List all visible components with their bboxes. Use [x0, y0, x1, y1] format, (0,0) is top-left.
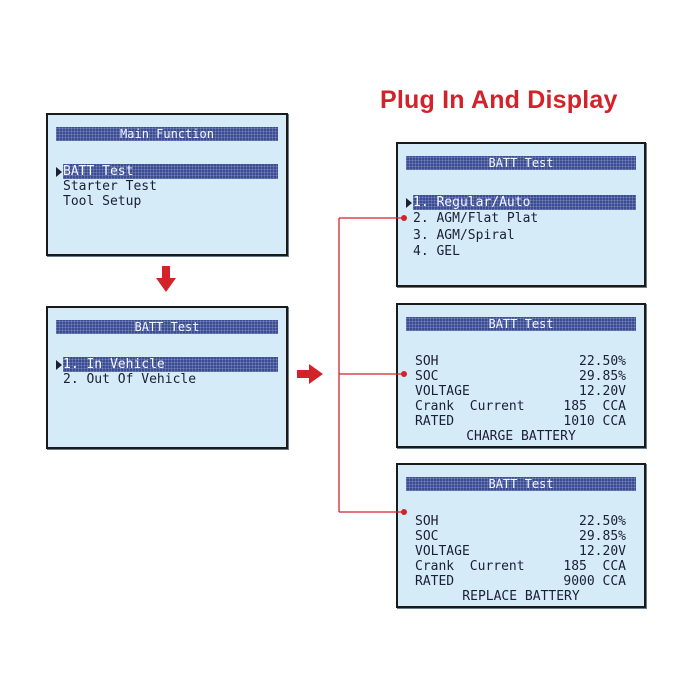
- result-replace-screen: BATT Test SOH 22.50% SOC 29.85% VOLTAGE …: [396, 463, 646, 608]
- menu-item-out-of-vehicle[interactable]: 2. Out Of Vehicle: [63, 372, 197, 387]
- batt-test-location-screen: BATT Test 1. In Vehicle 2. Out Of Vehicl…: [46, 306, 288, 449]
- row-value: 29.85%: [579, 369, 626, 384]
- menu-item-agm-flat-plate[interactable]: 2. AGM/Flat Plat: [413, 211, 539, 226]
- result-row-soh: SOH 22.50%: [415, 354, 626, 369]
- branch-connector: [338, 217, 404, 513]
- menu-item-batt-test[interactable]: BATT Test: [63, 164, 278, 179]
- main-function-screen: Main Function BATT Test Starter Test Too…: [46, 113, 288, 256]
- row-label: VOLTAGE: [415, 544, 470, 559]
- row-label: VOLTAGE: [415, 384, 470, 399]
- row-value: 22.50%: [579, 354, 626, 369]
- screen-title: BATT Test: [56, 320, 278, 334]
- row-label: SOC: [415, 369, 439, 384]
- row-value: 1010 CCA: [563, 414, 626, 429]
- result-row-voltage: VOLTAGE 12.20V: [415, 544, 626, 559]
- result-row-rated: RATED 1010 CCA: [415, 414, 626, 429]
- menu-item-gel[interactable]: 4. GEL: [413, 244, 460, 259]
- connector-dot-icon: [401, 215, 407, 221]
- result-row-soc: SOC 29.85%: [415, 529, 626, 544]
- row-value: 185 CCA: [563, 399, 626, 414]
- headline: Plug In And Display: [380, 86, 618, 114]
- down-arrow-icon: [156, 266, 176, 292]
- screen-title: BATT Test: [406, 156, 636, 170]
- result-message: CHARGE BATTERY: [466, 429, 576, 444]
- row-value: 185 CCA: [563, 559, 626, 574]
- result-row-soh: SOH 22.50%: [415, 514, 626, 529]
- selection-cursor-icon: [406, 198, 412, 208]
- menu-item-starter-test[interactable]: Starter Test: [63, 179, 157, 194]
- result-row-rated: RATED 9000 CCA: [415, 574, 626, 589]
- row-value: 9000 CCA: [563, 574, 626, 589]
- selection-cursor-icon: [56, 167, 62, 177]
- screen-title: BATT Test: [406, 477, 636, 491]
- row-value: 12.20V: [579, 384, 626, 399]
- row-value: 22.50%: [579, 514, 626, 529]
- row-label: Crank Current: [415, 399, 525, 414]
- menu-item-in-vehicle[interactable]: 1. In Vehicle: [63, 357, 278, 372]
- row-label: RATED: [415, 414, 455, 429]
- result-charge-screen: BATT Test SOH 22.50% SOC 29.85% VOLTAGE …: [396, 303, 646, 448]
- right-arrow-icon: [297, 364, 323, 384]
- result-row-soc: SOC 29.85%: [415, 369, 626, 384]
- menu-item-tool-setup[interactable]: Tool Setup: [63, 194, 142, 209]
- result-row-crank-current: Crank Current 185 CCA: [415, 559, 626, 574]
- row-label: RATED: [415, 574, 455, 589]
- menu-item-regular-auto[interactable]: 1. Regular/Auto: [413, 195, 636, 210]
- battery-type-screen: BATT Test 1. Regular/Auto 2. AGM/Flat Pl…: [396, 142, 646, 287]
- selection-cursor-icon: [56, 360, 62, 370]
- row-label: SOH: [415, 354, 439, 369]
- screen-title: BATT Test: [406, 317, 636, 331]
- row-label: SOH: [415, 514, 439, 529]
- result-message: REPLACE BATTERY: [462, 589, 580, 604]
- connector-dot-icon: [401, 371, 407, 377]
- result-row-voltage: VOLTAGE 12.20V: [415, 384, 626, 399]
- screen-title: Main Function: [56, 127, 278, 141]
- row-value: 12.20V: [579, 544, 626, 559]
- row-label: Crank Current: [415, 559, 525, 574]
- result-row-crank-current: Crank Current 185 CCA: [415, 399, 626, 414]
- row-label: SOC: [415, 529, 439, 544]
- menu-item-agm-spiral[interactable]: 3. AGM/Spiral: [413, 228, 515, 243]
- row-value: 29.85%: [579, 529, 626, 544]
- connector-dot-icon: [401, 509, 407, 515]
